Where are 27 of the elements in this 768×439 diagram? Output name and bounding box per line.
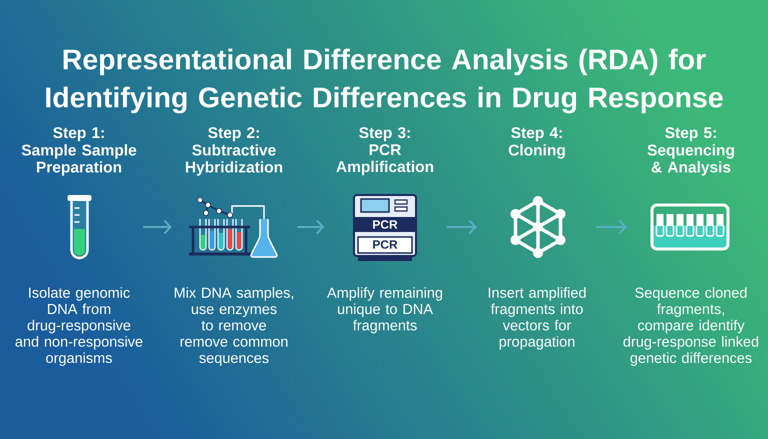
step-title: Sample Sample Preparation [22,144,136,176]
step-number: Step 1: [53,127,104,142]
pcr-machine-icon [353,194,417,261]
step-title: Subtractive Hybridization [186,144,282,176]
device-label: PCR [373,240,398,249]
network-icon [510,196,566,258]
test-tube-icon [68,195,92,260]
step-description: Isolate genomic DNA from drug-responsive and non-responsive organisms [16,287,142,366]
step-description: Insert amplified fragments into vectors for propagation [488,287,586,350]
step-number: Step 4: [511,127,562,142]
device-label: PCR [373,220,398,229]
title: Representational Difference Analysis (RDA) for Identifying Genetic Differences in Drug Response [46,48,723,114]
arrow [446,220,477,234]
arrow [596,220,627,234]
step-title: Cloning [508,144,565,159]
step-number: Step 3: [359,127,410,142]
well-plate-icon [650,204,730,250]
step-number: Step 5: [665,127,716,142]
arrow [297,220,324,234]
step-description: Mix DNA samples, use enzymes to remove remove common sequences [174,287,294,366]
step-description: Amplify remaining unique to DNA fragments [327,287,442,334]
step-description: Sequence cloned fragments, compare identify drug-response linked genetic differences [624,287,758,366]
step-title: PCR Amplification [336,144,434,176]
step-title: Sequencing & Analysis [648,144,734,176]
step-number: Step 2: [208,127,259,142]
test-tube-rack-icon [189,197,278,258]
arrow [143,220,172,234]
